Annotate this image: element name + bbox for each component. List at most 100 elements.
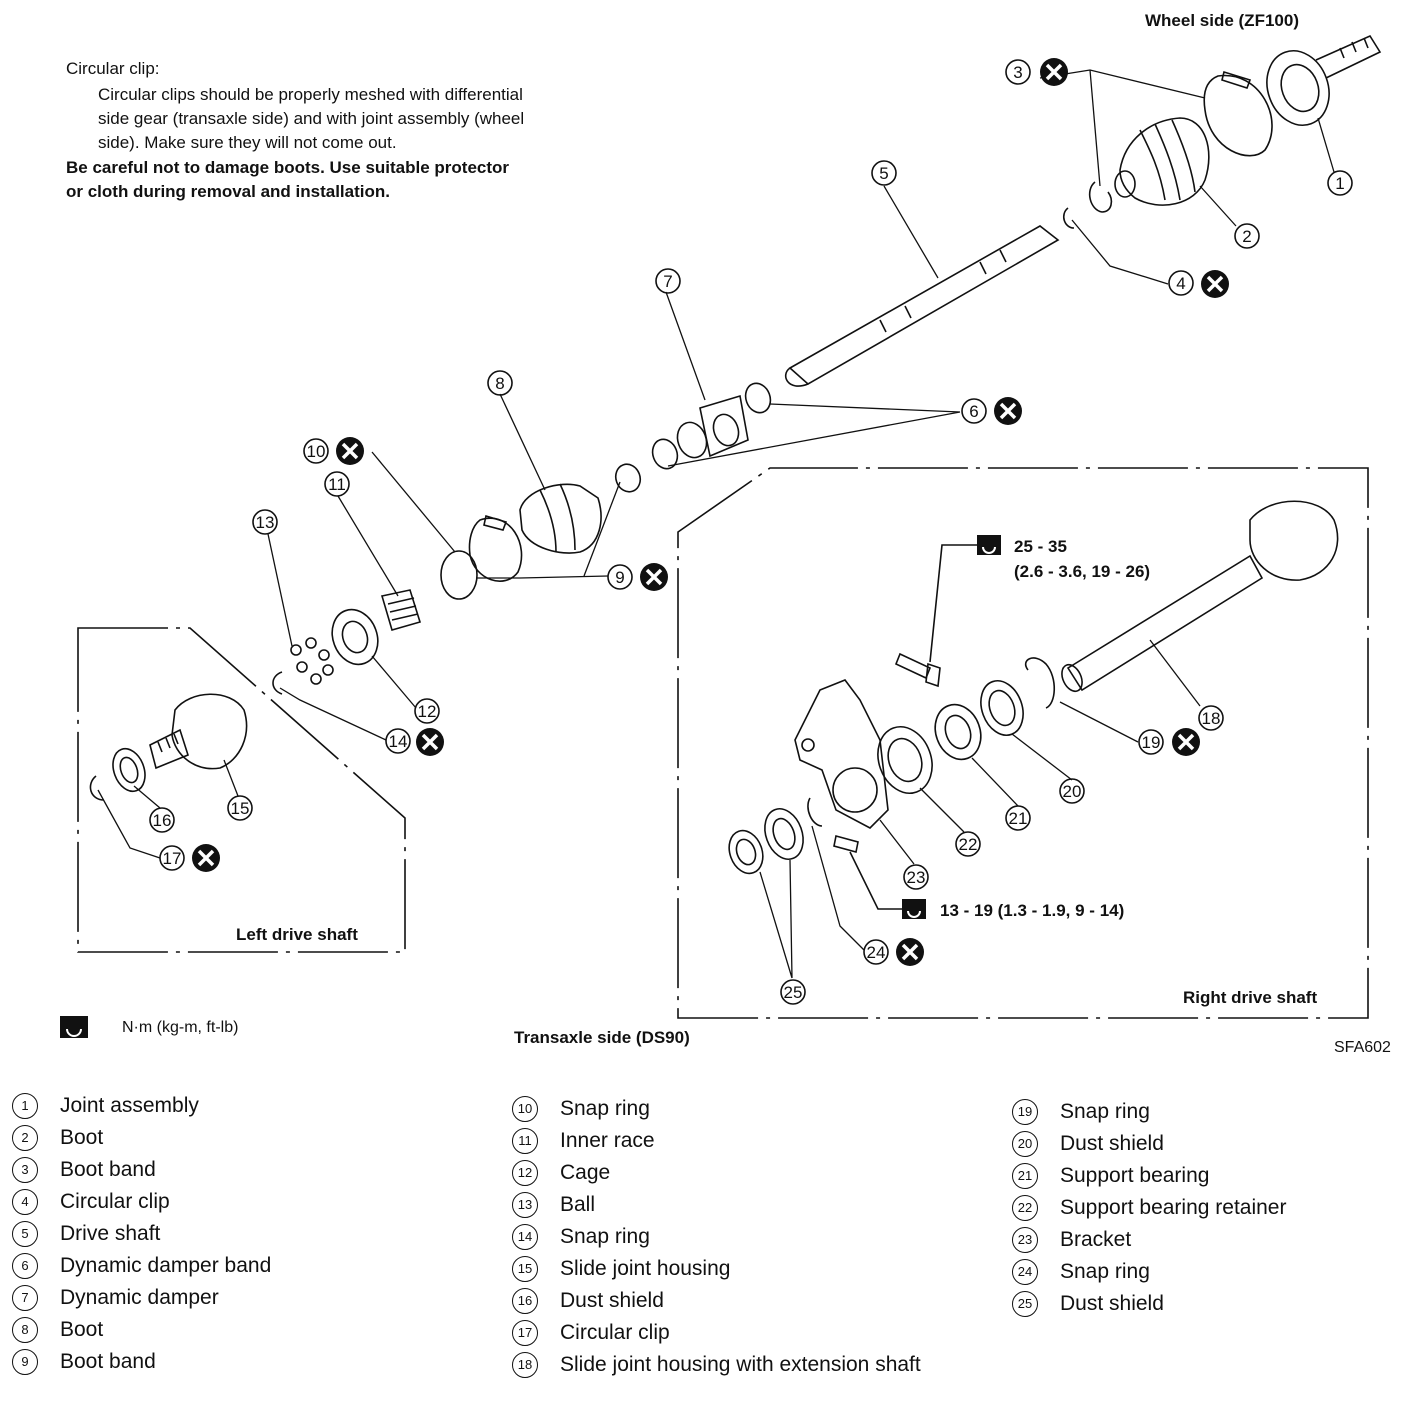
legend-item-number: 18 — [512, 1352, 538, 1378]
svg-text:5: 5 — [879, 164, 888, 183]
legend-item-number: 21 — [1012, 1163, 1038, 1189]
callout-11: 11 — [324, 471, 350, 497]
callout-9: 9 — [607, 564, 633, 590]
svg-text:10: 10 — [307, 442, 326, 461]
note-warning-1: Be careful not to damage boots. Use suit… — [66, 158, 509, 177]
callout-7: 7 — [655, 268, 681, 294]
torque-lower-value: 13 - 19 (1.3 - 1.9, 9 - 14) — [940, 901, 1124, 920]
svg-text:15: 15 — [231, 799, 250, 818]
legend-item-label: Cage — [560, 1161, 611, 1184]
callout-4: 4 — [1168, 270, 1194, 296]
circular-clip-17-part — [89, 775, 105, 801]
replace-x-icon — [192, 844, 220, 872]
legend-item-number: 6 — [12, 1253, 38, 1279]
legend-item-label: Circular clip — [560, 1321, 670, 1344]
legend-item: 5 Drive shaft — [12, 1218, 482, 1250]
bolt-upper — [894, 652, 941, 688]
dynamic-damper-band-part — [651, 382, 772, 470]
svg-text:8: 8 — [495, 374, 504, 393]
bolt-lower — [833, 835, 859, 853]
legend-item-number: 22 — [1012, 1195, 1038, 1221]
slide-joint-housing-extension-part — [1061, 500, 1339, 693]
note-warning-2: or cloth during removal and installation… — [66, 182, 390, 201]
callout-17: 17 — [159, 845, 185, 871]
legend-item-number: 24 — [1012, 1259, 1038, 1285]
right-drive-shaft-box — [677, 467, 1369, 1019]
callout-6: 6 — [961, 398, 987, 424]
svg-text:3: 3 — [1013, 63, 1022, 82]
support-bearing-part — [934, 703, 982, 761]
legend-item-number: 9 — [12, 1349, 38, 1375]
legend-item-number: 20 — [1012, 1131, 1038, 1157]
svg-text:1: 1 — [1335, 174, 1344, 193]
svg-text:11: 11 — [328, 475, 346, 494]
legend-item-label: Boot — [60, 1126, 104, 1149]
callout-1: 1 — [1327, 170, 1353, 196]
snap-ring-19-part — [1024, 657, 1056, 709]
legend-item-label: Joint assembly — [60, 1094, 199, 1117]
left-drive-shaft-box — [77, 627, 406, 953]
svg-text:21: 21 — [1009, 809, 1028, 828]
replace-x-icon — [416, 728, 444, 756]
svg-text:18: 18 — [1202, 709, 1221, 728]
callout-19: 19 — [1138, 729, 1164, 755]
legend-item-number: 1 — [12, 1093, 38, 1119]
legend-item: 1 Joint assembly — [12, 1090, 482, 1122]
legend-item-number: 4 — [12, 1189, 38, 1215]
note-line-2: side gear (transaxle side) and with join… — [98, 109, 524, 128]
wheel-side-label: Wheel side (ZF100) — [1145, 11, 1299, 30]
legend-item-label: Snap ring — [1060, 1100, 1150, 1123]
callout-15: 15 — [227, 795, 253, 821]
legend-item-number: 17 — [512, 1320, 538, 1346]
snap-ring-24-part — [807, 797, 823, 827]
left-drive-shaft-label: Left drive shaft — [236, 925, 358, 944]
circular-clip-wheel-part — [1062, 181, 1113, 229]
legend-item-label: Snap ring — [560, 1097, 650, 1120]
drive-shaft-part — [784, 225, 1060, 387]
callout-22: 22 — [955, 831, 981, 857]
transaxle-side-label: Transaxle side (DS90) — [514, 1028, 690, 1047]
callout-2: 2 — [1234, 223, 1260, 249]
replace-x-icon — [1172, 728, 1200, 756]
svg-text:25: 25 — [784, 983, 803, 1002]
legend-item: 12 Cage — [512, 1157, 962, 1189]
replace-x-icon — [896, 938, 924, 966]
torque-unit-label: N·m (kg-m, ft-lb) — [122, 1019, 238, 1036]
snap-ring-10-part — [440, 550, 478, 600]
callout-24: 24 — [863, 939, 889, 965]
legend-item-label: Drive shaft — [60, 1222, 161, 1245]
callout-23: 23 — [903, 864, 929, 890]
boot-band-transaxle-part — [468, 463, 642, 582]
svg-text:13: 13 — [256, 513, 275, 532]
callout-5: 5 — [871, 160, 897, 186]
boot-band-wheel-part — [1203, 70, 1273, 157]
circular-clip-note: Circular clip: Circular clips should be … — [66, 59, 524, 201]
svg-text:16: 16 — [153, 811, 172, 830]
torque-unit-legend: N·m (kg-m, ft-lb) — [60, 1016, 238, 1038]
legend-item-number: 10 — [512, 1096, 538, 1122]
legend-item-label: Dust shield — [1060, 1132, 1164, 1155]
dust-shield-16-part — [112, 747, 146, 793]
svg-text:22: 22 — [959, 835, 978, 854]
legend-item-number: 5 — [12, 1221, 38, 1247]
dynamic-damper-part — [676, 394, 749, 459]
legend-item-number: 12 — [512, 1160, 538, 1186]
legend-item-label: Dynamic damper band — [60, 1254, 272, 1277]
legend-item: 17 Circular clip — [512, 1317, 962, 1349]
drawing-canvas: Circular clip: Circular clips should be … — [60, 11, 1391, 1056]
svg-text:14: 14 — [389, 732, 408, 751]
leader-lines — [97, 69, 1335, 979]
legend-item-number: 16 — [512, 1288, 538, 1314]
callout-16: 16 — [149, 807, 175, 833]
note-heading: Circular clip: — [66, 59, 160, 78]
callout-18: 18 — [1198, 705, 1224, 731]
callout-8: 8 — [487, 370, 513, 396]
